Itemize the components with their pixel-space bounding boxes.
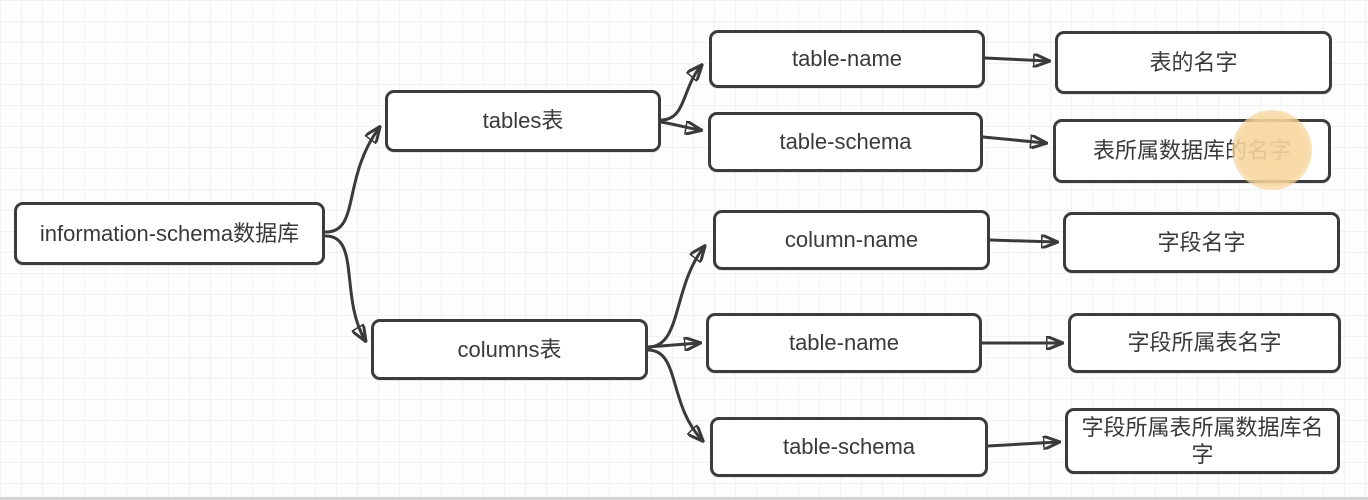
connector-root-tables (324, 128, 379, 234)
node-columns-table-schema[interactable]: table-schema (710, 417, 988, 477)
node-label: 字段所属表所属数据库名字 (1081, 414, 1324, 468)
connector-tables-table-schema (659, 120, 700, 130)
node-columns-table[interactable]: columns表 (371, 319, 648, 380)
node-tables-table[interactable]: tables表 (385, 90, 661, 152)
node-label: tables表 (482, 108, 564, 134)
node-label: table-name (791, 46, 903, 72)
node-label: 字段名字 (1157, 229, 1246, 255)
node-columns-table-schema-desc[interactable]: 字段所属表所属数据库名字 (1065, 408, 1340, 474)
node-label: 字段所属表名字 (1127, 330, 1282, 356)
node-label: information-schema数据库 (39, 220, 300, 246)
connector-columns-table-schema (646, 348, 702, 440)
node-table-name-desc[interactable]: 表的名字 (1055, 31, 1332, 94)
connector-tables-table-name (659, 66, 701, 122)
connector-columns-table-name (646, 343, 699, 347)
connector-root-columns (324, 234, 365, 340)
node-tables-table-name[interactable]: table-name (709, 30, 985, 88)
node-columns-table-name-desc[interactable]: 字段所属表名字 (1068, 313, 1341, 373)
connector-columns-column-name (646, 247, 704, 349)
node-columns-table-name[interactable]: table-name (706, 313, 982, 373)
node-label: 表所属数据库的名字 (1092, 138, 1291, 164)
node-table-schema-desc[interactable]: 表所属数据库的名字 (1053, 119, 1331, 183)
node-information-schema-db[interactable]: information-schema数据库 (14, 202, 325, 265)
node-columns-column-name[interactable]: column-name (713, 210, 990, 270)
node-label: table-name (788, 330, 900, 356)
node-label: table-schema (782, 434, 916, 460)
node-label: 表的名字 (1149, 49, 1238, 75)
node-column-name-desc[interactable]: 字段名字 (1063, 212, 1340, 273)
connector-table-schema-desc (981, 137, 1045, 143)
connector-column-name-desc (988, 240, 1056, 242)
node-tables-table-schema[interactable]: table-schema (708, 112, 983, 172)
connector-columns-table-schema-desc (986, 442, 1058, 446)
node-label: column-name (784, 227, 919, 253)
node-label: table-schema (779, 129, 912, 155)
node-label: columns表 (457, 336, 562, 362)
connector-table-name-desc (983, 58, 1048, 61)
